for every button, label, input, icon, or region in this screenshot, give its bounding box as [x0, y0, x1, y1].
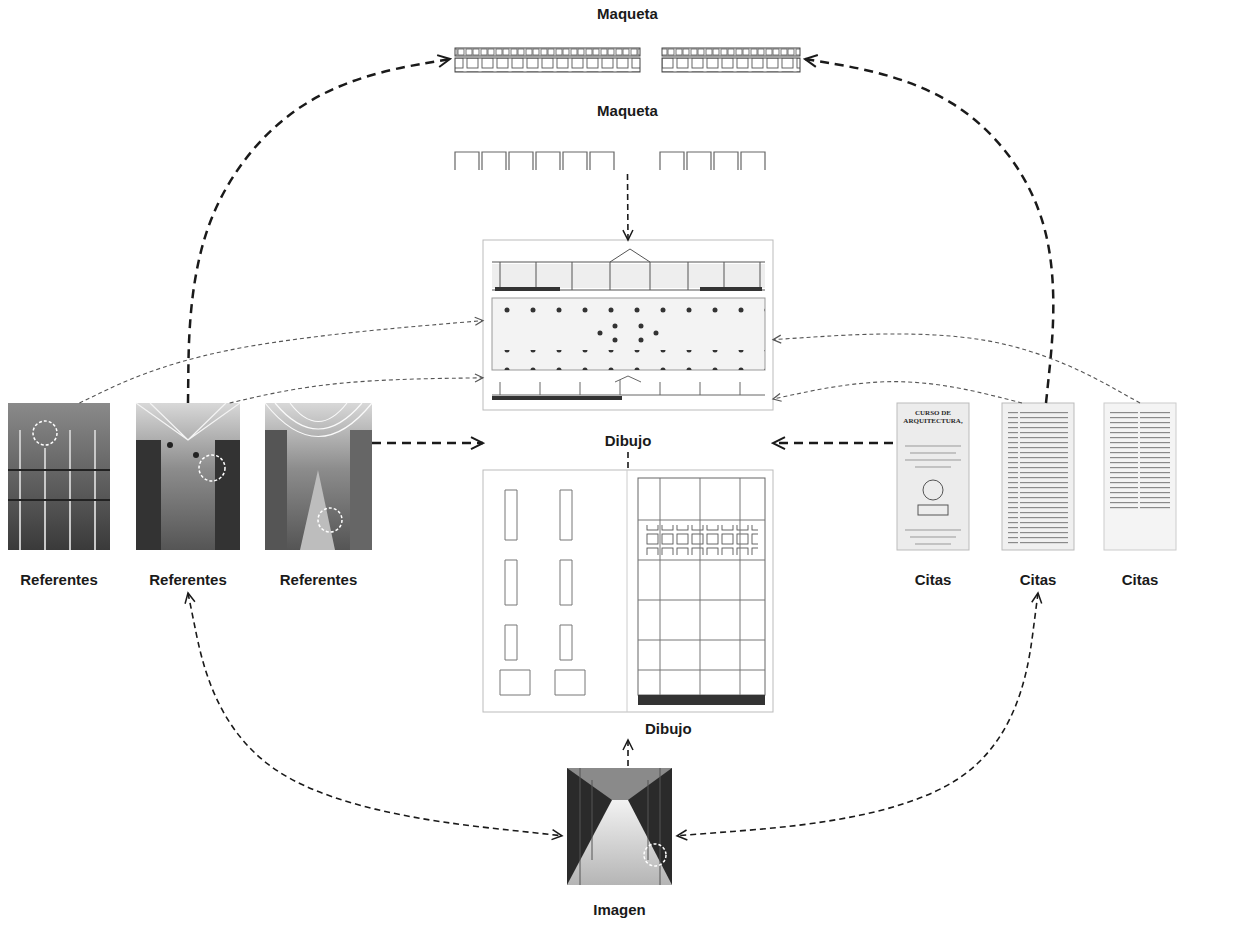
model-facade: [662, 48, 800, 56]
facade-grid: [638, 478, 765, 695]
node-caption: Referentes: [280, 571, 358, 589]
section-lines: [492, 376, 765, 395]
node-caption: Referentes: [20, 571, 98, 589]
node-caption: Maqueta: [597, 5, 658, 23]
node-caption: Dibujo: [645, 720, 692, 738]
figure-node: Citas: [1100, 403, 1180, 593]
dashed-connector: [230, 378, 483, 403]
dashed-connector: [188, 59, 450, 403]
photo-detail: [167, 442, 173, 448]
model-facade: [662, 58, 800, 72]
book-cover: [897, 403, 969, 550]
dashed-connector: [677, 593, 1038, 836]
figure-node: Maqueta: [450, 5, 805, 77]
highlight-circle: [33, 421, 57, 445]
book-text-lines: [1008, 410, 1068, 544]
book-page: [1104, 403, 1176, 550]
photo-detail: [580, 768, 660, 885]
photo-detail: [350, 430, 372, 550]
figure-node: Dibujo: [483, 240, 773, 452]
figure-node: Citas: [998, 403, 1078, 593]
facade-windows: [645, 525, 758, 555]
figure-node: Citas: [893, 403, 973, 593]
dashed-connector: [773, 334, 1140, 403]
node-caption: Citas: [915, 571, 952, 589]
figure-node: Dibujo: [483, 470, 773, 740]
dashed-connector: [773, 382, 1022, 403]
drawing-sheet: [483, 470, 773, 712]
node-caption: Citas: [1122, 571, 1159, 589]
section-base: [492, 396, 622, 400]
photo-detail: [8, 470, 110, 500]
node-caption: Imagen: [593, 901, 646, 919]
figure-node: Referentes: [136, 403, 240, 593]
figure-node: Maqueta: [450, 102, 805, 174]
figure-node: Imagen: [562, 766, 677, 921]
cover-title: CURSO DE ARQUITECTURA,: [897, 409, 969, 425]
sheet-divider: [627, 470, 628, 712]
node-caption: Dibujo: [605, 432, 652, 450]
dashed-connector: [372, 442, 483, 445]
node-caption: Referentes: [149, 571, 227, 589]
dashed-connector: [773, 442, 893, 445]
dashed-connector: [805, 59, 1053, 403]
elevation-lines: [492, 249, 765, 290]
plan-columns: [492, 350, 765, 370]
arcade-photo: [567, 768, 672, 885]
node-caption: Maqueta: [597, 102, 658, 120]
dashed-connector: [627, 452, 629, 470]
drawing-sheet: [483, 240, 773, 410]
book-page: [1002, 403, 1074, 550]
photo-detail: [567, 800, 672, 885]
figure-node: Referentes: [8, 403, 110, 593]
facade-outline: [638, 478, 765, 695]
model-facade: [455, 58, 640, 72]
plan-outline: [492, 298, 765, 370]
plan-columns: [598, 323, 659, 342]
book-text-lines: [1110, 410, 1170, 510]
detail-drawings: [500, 490, 585, 695]
model-facade: [455, 48, 640, 56]
photo-detail: [265, 430, 287, 550]
highlight-circle: [199, 455, 225, 481]
reference-photo: [8, 403, 110, 550]
facade-base: [638, 695, 765, 705]
dashed-connector: [627, 174, 629, 240]
highlight-circle: [318, 508, 342, 532]
elevation-base: [700, 287, 762, 291]
elevation-base: [495, 287, 560, 291]
photo-detail: [20, 430, 95, 550]
photo-detail: [136, 403, 240, 440]
book-text-lines: [905, 446, 961, 544]
highlight-circle: [644, 844, 666, 866]
photo-detail: [567, 768, 672, 800]
node-caption: Citas: [1020, 571, 1057, 589]
figure-node: Referentes: [265, 403, 372, 593]
photo-detail: [193, 452, 199, 458]
dashed-connector: [188, 593, 562, 836]
photo-detail: [136, 440, 161, 550]
photo-detail: [300, 470, 335, 550]
connector-group: [79, 59, 1140, 836]
dashed-connector: [79, 321, 483, 403]
reference-photo: [265, 403, 372, 550]
dashed-connector: [627, 740, 629, 766]
model-frames: [455, 152, 765, 170]
plan-columns: [492, 300, 765, 320]
book-emblem: [923, 480, 943, 500]
reference-photo: [136, 403, 240, 550]
book-emblem: [918, 505, 948, 515]
